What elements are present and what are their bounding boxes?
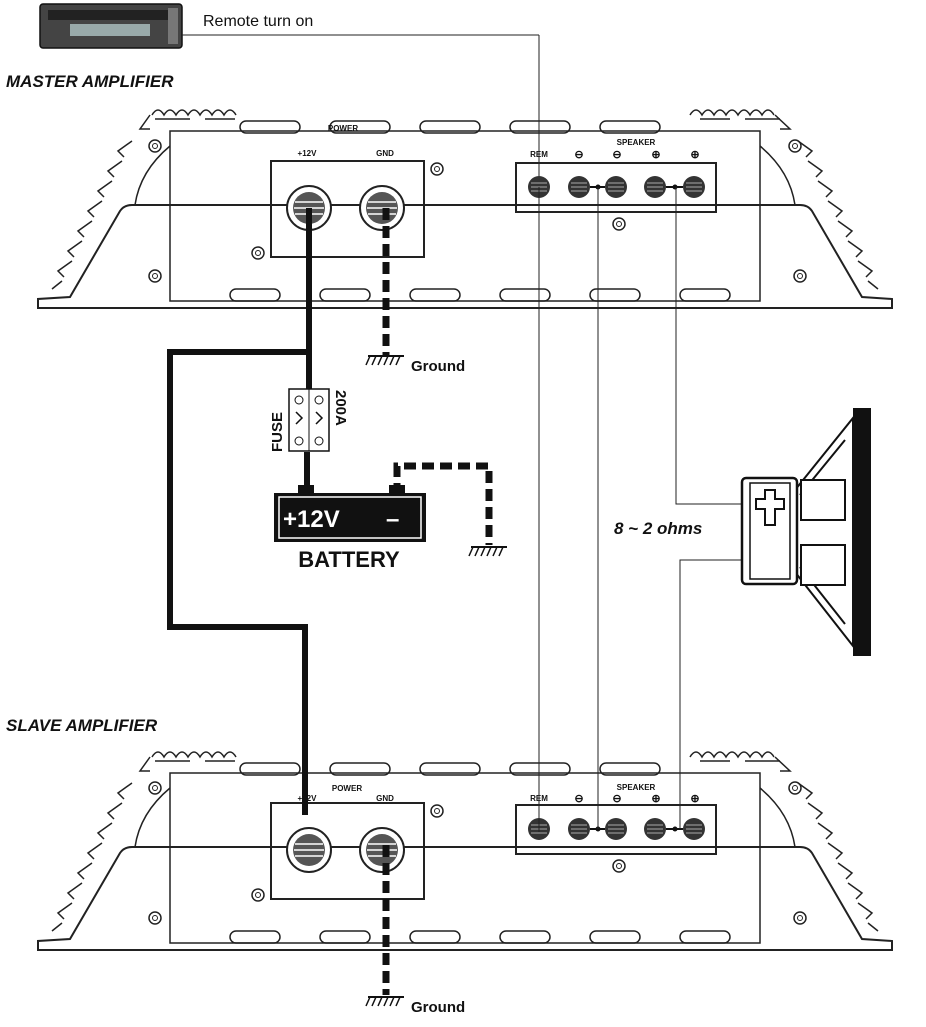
- battery-plus-label: +12V: [283, 506, 340, 533]
- slave-gnd-label: GND: [376, 794, 394, 803]
- speaker: [740, 408, 871, 656]
- master-ground-icon: [365, 355, 404, 366]
- master-plus12v-label: +12V: [298, 149, 318, 158]
- slave-speaker-label: SPEAKER: [617, 783, 656, 792]
- master-gnd-label: GND: [376, 149, 394, 158]
- slave-power-label: POWER: [332, 784, 362, 793]
- master-plus2-symbol: ⊕: [690, 149, 699, 161]
- battery-ground-icon: [468, 546, 507, 557]
- head-unit: [39, 3, 183, 49]
- slave-ground-label: Ground: [411, 999, 465, 1016]
- master-plus1-symbol: ⊕: [651, 149, 660, 161]
- speaker-return-wire: [679, 559, 758, 829]
- battery-label: BATTERY: [298, 547, 400, 572]
- fuse-holder: [288, 388, 330, 452]
- slave-plus1-symbol: ⊕: [651, 793, 660, 805]
- master-amplifier: POWER +12V GND SPEAKER REM ⊖ ⊖ ⊕ ⊕: [37, 109, 893, 309]
- master-amplifier-title: MASTER AMPLIFIER: [6, 72, 174, 91]
- master-minus1-symbol: ⊖: [574, 149, 583, 161]
- master-rem-label: REM: [530, 150, 548, 159]
- slave-power-wire: [167, 349, 309, 815]
- slave-plus2-symbol: ⊕: [690, 793, 699, 805]
- master-speaker-label: SPEAKER: [617, 138, 656, 147]
- speaker-positive-wire: [675, 187, 758, 505]
- slave-amplifier: POWER +12V GND SPEAKER REM ⊖ ⊖ ⊕ ⊕: [37, 751, 893, 951]
- slave-ground-icon: [365, 996, 404, 1007]
- remote-turn-on-label: Remote turn on: [203, 13, 313, 30]
- master-minus2-symbol: ⊖: [612, 149, 621, 161]
- battery-ground-wire: [393, 462, 493, 545]
- master-power-label: POWER: [328, 124, 358, 133]
- slave-minus1-symbol: ⊖: [574, 793, 583, 805]
- slave-amplifier-title: SLAVE AMPLIFIER: [6, 716, 158, 735]
- master-ground-label: Ground: [411, 358, 465, 375]
- battery-minus-label: –: [386, 506, 399, 533]
- fuse-rating-label: 200A: [332, 390, 349, 426]
- impedance-label: 8 ~ 2 ohms: [614, 519, 702, 538]
- battery: [274, 485, 426, 542]
- fuse-label: FUSE: [269, 412, 286, 452]
- slave-minus2-symbol: ⊖: [612, 793, 621, 805]
